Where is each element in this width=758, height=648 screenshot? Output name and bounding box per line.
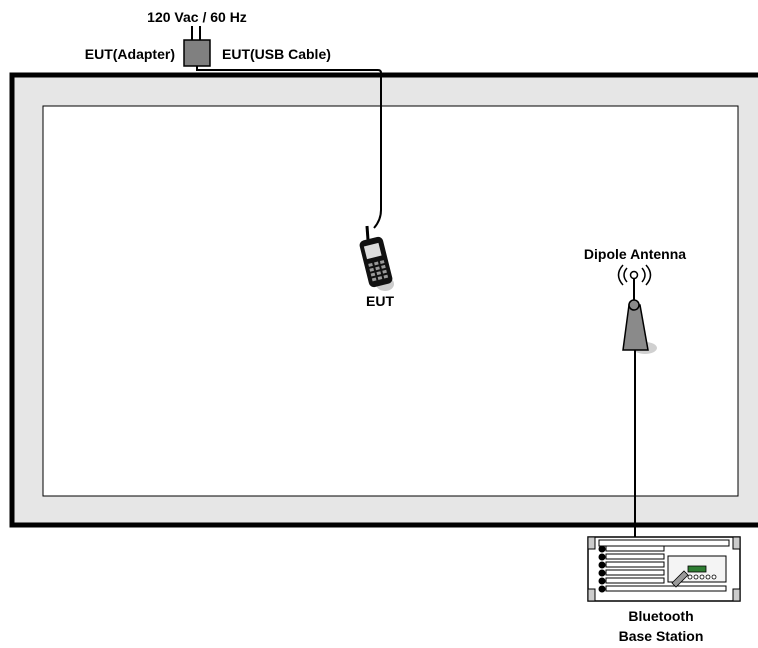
antenna-icon xyxy=(617,264,657,354)
usb-cable-label: EUT(USB Cable) xyxy=(222,46,331,62)
adapter-icon xyxy=(183,26,211,67)
chamber-inner-area xyxy=(42,105,739,497)
antenna-label: Dipole Antenna xyxy=(584,246,686,262)
base-station-label-line2: Base Station xyxy=(619,628,704,644)
usb-cable xyxy=(196,66,382,229)
phone-icon xyxy=(359,225,394,291)
eut-label: EUT xyxy=(366,293,394,309)
base-station-label-line1: Bluetooth xyxy=(628,608,693,624)
base-station-icon xyxy=(587,536,741,602)
adapter-label: EUT(Adapter) xyxy=(85,46,175,62)
power-label: 120 Vac / 60 Hz xyxy=(147,9,247,25)
